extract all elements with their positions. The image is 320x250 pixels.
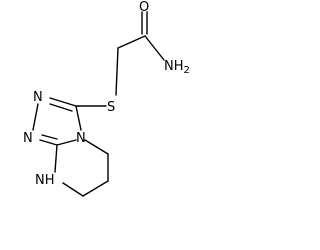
bond-c6-c7 — [82, 180, 109, 197]
amide-nitrogen-label: NH2 — [164, 59, 190, 76]
triazole-n2-label: N — [33, 90, 43, 105]
bridge-nitrogen-label: N — [76, 131, 86, 146]
bond-n1-c8a-inner — [41, 134, 58, 140]
bond-carbonyl-amide — [144, 35, 165, 61]
bond-c8a-n4 — [56, 139, 77, 146]
atom-labels: O NH2 S N N N NH — [23, 0, 190, 188]
molecule-structure: O NH2 S N N N NH — [23, 0, 190, 197]
bond-c3-n2 — [49, 97, 77, 107]
oxygen-label: O — [139, 0, 149, 15]
ring-nh-label: NH — [35, 173, 55, 188]
bonds — [32, 11, 165, 197]
bond-c3-n2-inner — [49, 103, 73, 112]
bond-n2-n1 — [32, 103, 39, 131]
sulfur-label: S — [107, 100, 115, 115]
triazole-n1-label: N — [23, 131, 33, 146]
bond-n4-c5 — [84, 139, 109, 155]
bond-c7-nh — [62, 182, 84, 197]
bond-carbonyl-ch2 — [117, 35, 146, 49]
bond-ch2-sulfur — [115, 47, 119, 96]
bond-n1-c8a — [39, 139, 58, 146]
bond-n4-c3 — [75, 105, 82, 131]
bond-nh-c8a — [54, 144, 58, 173]
